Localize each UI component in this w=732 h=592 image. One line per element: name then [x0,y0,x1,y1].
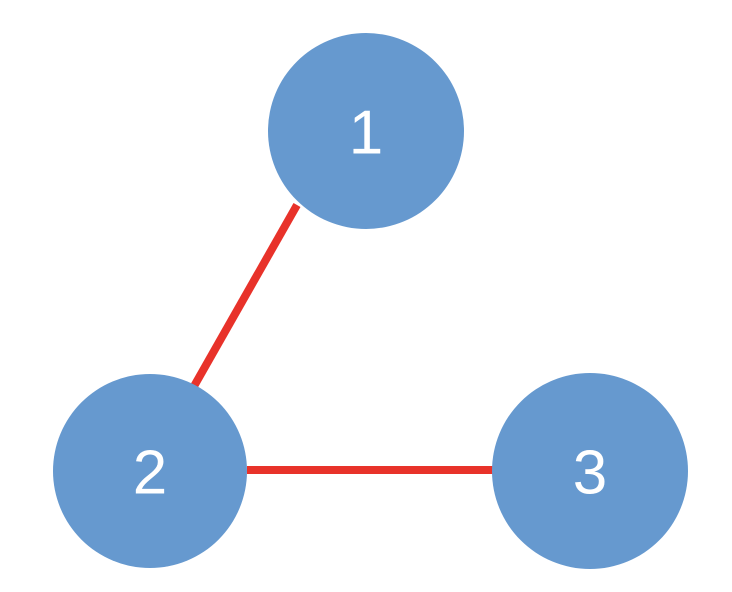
graph-node-circle-3[interactable] [492,373,688,569]
nodes-layer: 1 2 3 [53,33,688,569]
graph-node-circle-1[interactable] [268,33,464,229]
graph-node-1[interactable]: 1 [268,33,464,229]
graph-node-label-1: 1 [349,99,383,168]
graph-node-label-2: 2 [133,439,167,508]
graph-node-label-3: 3 [573,439,607,508]
edges-layer [189,203,493,474]
graph-node-2[interactable]: 2 [53,374,247,568]
graph-node-3[interactable]: 3 [492,373,688,569]
graph-edge-1-2[interactable] [189,203,301,390]
graph-node-circle-2[interactable] [53,374,247,568]
